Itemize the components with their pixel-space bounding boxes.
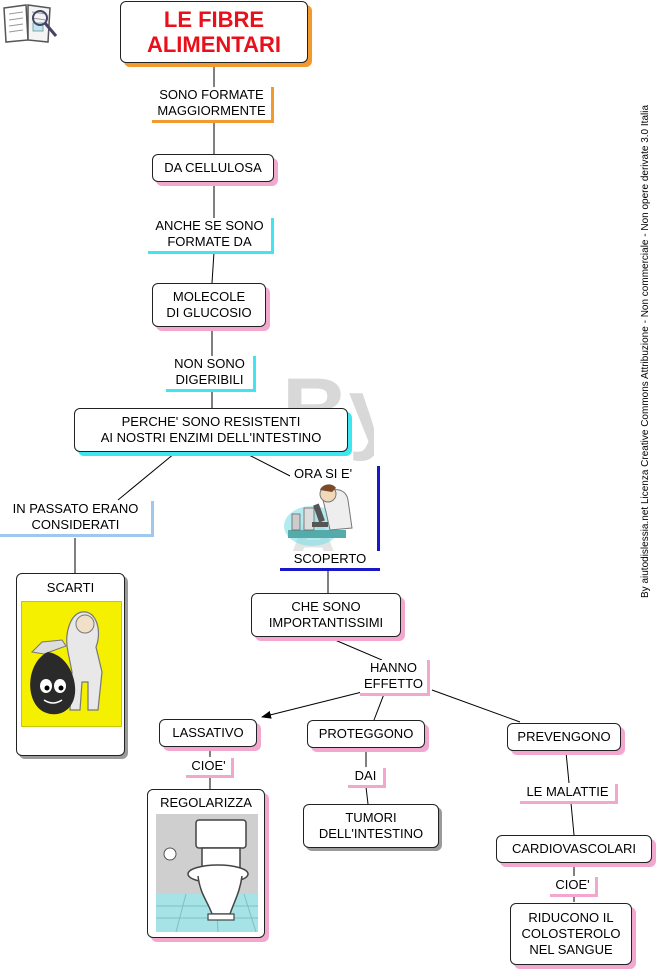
link-sono-formate: SONO FORMATE MAGGIORMENTE (152, 87, 274, 123)
concept-line: COLOSTEROLO (521, 926, 621, 941)
link-line: CIOE' (555, 877, 590, 892)
concept-regolarizza: REGOLARIZZA (147, 789, 265, 938)
link-line: DIGERIBILI (175, 372, 244, 387)
link-line: FORMATE DA (167, 234, 252, 249)
concept-molecole: MOLECOLE DI GLUCOSIO (152, 283, 266, 327)
concept-line: RIDUCONO IL (528, 910, 614, 925)
toilet-icon (156, 814, 258, 933)
link-cioe-1: CIOE' (186, 758, 234, 778)
concept-label: REGOLARIZZA (160, 795, 252, 810)
link-le-malattie: LE MALATTIE (520, 784, 618, 804)
concept-line: TUMORI (345, 810, 397, 825)
concept-label: DA CELLULOSA (164, 160, 262, 175)
scientist-microscope-icon (284, 484, 353, 546)
concept-cardio: CARDIOVASCOLARI (496, 835, 652, 863)
link-line: ORA SI E' (290, 466, 360, 482)
link-line: DAI (354, 768, 377, 783)
link-line: IN PASSATO ERANO (12, 501, 139, 516)
concept-line: CHE SONO (291, 599, 361, 614)
link-line: MAGGIORMENTE (157, 103, 266, 118)
link-line: CIOE' (191, 758, 226, 773)
license-credit: By aiutodislessia.net Licenza Creative C… (640, 104, 651, 598)
concept-prevengono: PREVENGONO (507, 723, 621, 751)
concept-line: IMPORTANTISSIMI (268, 615, 384, 630)
toilet-picture (156, 814, 258, 933)
concept-perche: PERCHE' SONO RESISTENTI AI NOSTRI ENZIMI… (74, 408, 348, 452)
logo (2, 2, 58, 44)
title-line-1: LE FIBRE (163, 7, 265, 32)
link-scoperto: SCOPERTO (280, 551, 380, 571)
concept-riducono: RIDUCONO IL COLOSTEROLO NEL SANGUE (510, 903, 632, 965)
concept-line: DI GLUCOSIO (166, 305, 252, 320)
concept-line: AI NOSTRI ENZIMI DELL'INTESTINO (100, 430, 322, 445)
link-line: CONSIDERATI (31, 517, 120, 532)
concept-scarti: SCARTI (16, 573, 125, 756)
concept-proteggono: PROTEGGONO (307, 720, 425, 748)
link-anche-se: ANCHE SE SONO FORMATE DA (148, 218, 274, 254)
map-title: LE FIBRE ALIMENTARI (120, 1, 308, 63)
link-line: SCOPERTO (293, 551, 367, 566)
concept-line: NEL SANGUE (529, 942, 613, 957)
concept-importanti: CHE SONO IMPORTANTISSIMI (251, 593, 401, 637)
concept-line: MOLECOLE (172, 289, 246, 304)
link-cioe-2: CIOE' (550, 877, 598, 897)
link-non-sono: NON SONO DIGERIBILI (166, 356, 256, 392)
concept-line: DELL'INTESTINO (318, 826, 424, 841)
link-line: ANCHE SE SONO (155, 218, 264, 233)
trash-picture (21, 601, 122, 727)
trash-bag-person-icon (30, 611, 103, 715)
scientist-picture (282, 478, 362, 550)
concept-tumori: TUMORI DELL'INTESTINO (303, 804, 439, 848)
link-line: NON SONO (174, 356, 245, 371)
book-magnifier-icon (3, 4, 58, 43)
link-line: SONO FORMATE (159, 87, 264, 102)
concept-label: PROTEGGONO (318, 726, 414, 741)
link-hanno-effetto: HANNO EFFETTO (360, 660, 430, 696)
link-line: HANNO (370, 660, 417, 675)
concept-line: PERCHE' SONO RESISTENTI (121, 414, 301, 429)
link-dai: DAI (348, 768, 386, 788)
link-line: LE MALATTIE (526, 784, 609, 799)
link-in-passato: IN PASSATO ERANO CONSIDERATI (0, 501, 154, 537)
concept-label: SCARTI (46, 580, 95, 595)
concept-label: CARDIOVASCOLARI (511, 841, 636, 856)
concept-label: PREVENGONO (517, 729, 611, 744)
concept-label: LASSATIVO (172, 725, 244, 740)
concept-lassativo: LASSATIVO (159, 719, 257, 747)
link-line: EFFETTO (364, 676, 423, 691)
link-ora-si-e: ORA SI E' (288, 466, 380, 570)
concept-cellulosa: DA CELLULOSA (152, 154, 274, 182)
title-line-2: ALIMENTARI (146, 32, 282, 57)
